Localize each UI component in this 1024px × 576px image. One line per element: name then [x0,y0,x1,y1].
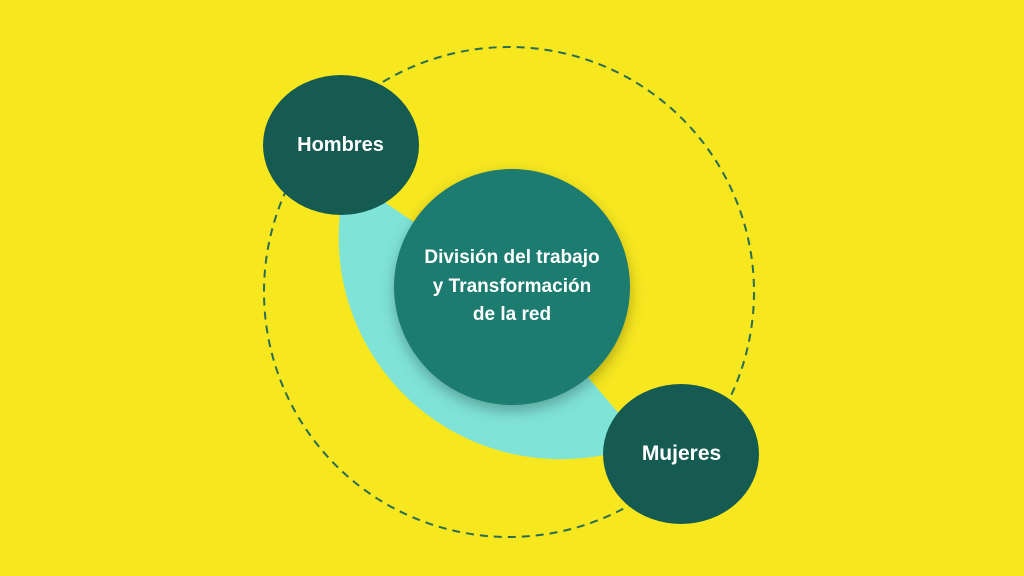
center-label-line-3: de la red [472,304,552,326]
center-circle [394,169,630,405]
mujeres-circle [603,384,759,524]
mujeres-label: Mujeres [641,442,722,465]
center-label: División del trabajo y Transformación de… [393,176,631,398]
center-label-line-2: y Transformación [432,275,592,297]
hombres-label: Hombres [297,133,384,156]
hombres-circle [263,75,419,215]
center-label-line-1: División del trabajo [424,247,600,269]
dashed-orbit-ring [263,46,755,538]
